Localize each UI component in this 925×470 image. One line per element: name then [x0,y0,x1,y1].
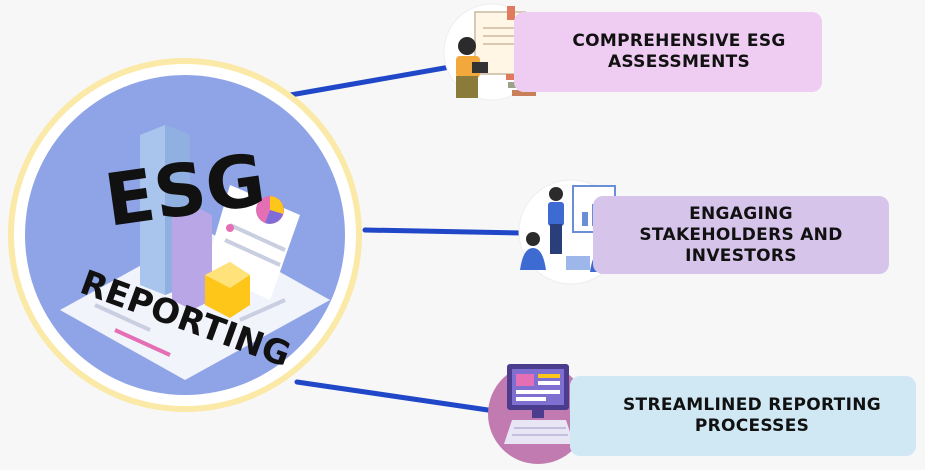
computer-monitor-icon [488,364,588,464]
connector-line-3 [294,379,491,413]
card-2-line-1: ENGAGING [689,203,793,224]
card-1-line-2: ASSESSMENTS [607,52,751,72]
card-streamlined-reporting: STREAMLINED REPORTING PROCESSES [570,376,916,456]
card-engaging-stakeholders: ENGAGING STAKEHOLDERS AND INVESTORS [593,196,889,274]
report-illustration [60,125,330,380]
card-2-line-2: STAKEHOLDERS AND [639,224,843,245]
card-3-line-1: STREAMLINED REPORTING [623,395,881,415]
card-2-line-3: INVESTORS [685,245,797,266]
card-1-line-1: COMPREHENSIVE ESG [572,31,786,51]
card-comprehensive-esg-assessments: COMPREHENSIVE ESG ASSESSMENTS [514,12,822,92]
card-3-line-2: PROCESSES [694,416,810,436]
connector-line-2 [362,227,525,236]
connector-line-1 [276,64,453,100]
